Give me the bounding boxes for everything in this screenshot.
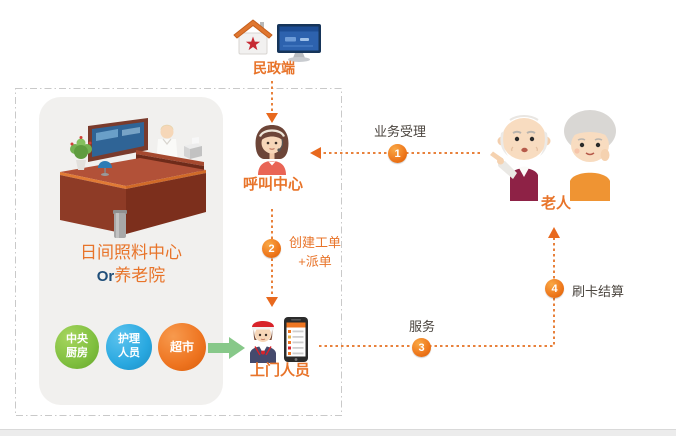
bubble-label: 超市 [169, 339, 194, 354]
field-staff-label: 上门人员 [249, 362, 310, 379]
flow-1-label: 业务受理 [373, 124, 426, 139]
care-center-name-line2-text: 养老院 [114, 265, 166, 285]
call-center-label: 呼叫中心 [242, 176, 303, 193]
reception-desk-illustration [60, 118, 206, 238]
flow-3-label: 服务 [408, 319, 435, 334]
flow-2-label: 创建工单 +派单 [283, 232, 347, 270]
flow-4-label: 刷卡结算 [571, 284, 624, 299]
flow-2-number: 2 [262, 239, 281, 258]
arrowhead-up-elderly [548, 227, 560, 238]
care-center-or-text: Or [96, 267, 115, 285]
bubble-label: 护理 [118, 333, 140, 346]
civil-affairs-house-icon [233, 19, 273, 55]
civil-affairs-monitor-icon [277, 24, 321, 62]
flow-2-label-line2: +派单 [298, 254, 332, 269]
civil-affairs-label: 民政端 [253, 60, 295, 76]
care-center-name-line1: 日间照料中心 [80, 243, 182, 262]
bubble-label: 厨房 [66, 347, 88, 359]
bubble-central-kitchen: 中央 厨房 [55, 325, 99, 369]
connector-fieldstaff-to-elderly [319, 236, 555, 347]
bubble-label: 中央 [66, 333, 88, 346]
flow-1-number: 1 [388, 144, 407, 163]
arrowhead-left-callcenter [310, 147, 321, 159]
elderly-label: 老人 [540, 195, 571, 212]
flow-4-number: 4 [545, 279, 564, 298]
bottom-edge-bar [0, 429, 676, 436]
flow-2-label-line1: 创建工单 [288, 235, 341, 250]
elderly-couple-icon [490, 110, 616, 201]
arrowhead-down-fieldstaff [266, 297, 278, 307]
field-staff-icon [250, 317, 308, 363]
green-arrow-icon [208, 337, 245, 359]
arrowhead-down-callcenter [266, 113, 278, 123]
call-center-operator-icon [255, 125, 289, 175]
bubble-nursing-staff: 护理 人员 [106, 324, 152, 370]
bubble-supermarket: 超市 [158, 323, 206, 371]
care-center-boundary-box [15, 88, 342, 416]
bubble-label: 人员 [118, 347, 140, 359]
care-center-name-line2: Or养老院 [39, 265, 223, 288]
flow-3-number: 3 [412, 338, 431, 357]
care-center-name: 日间照料中心 Or养老院 [39, 242, 223, 288]
